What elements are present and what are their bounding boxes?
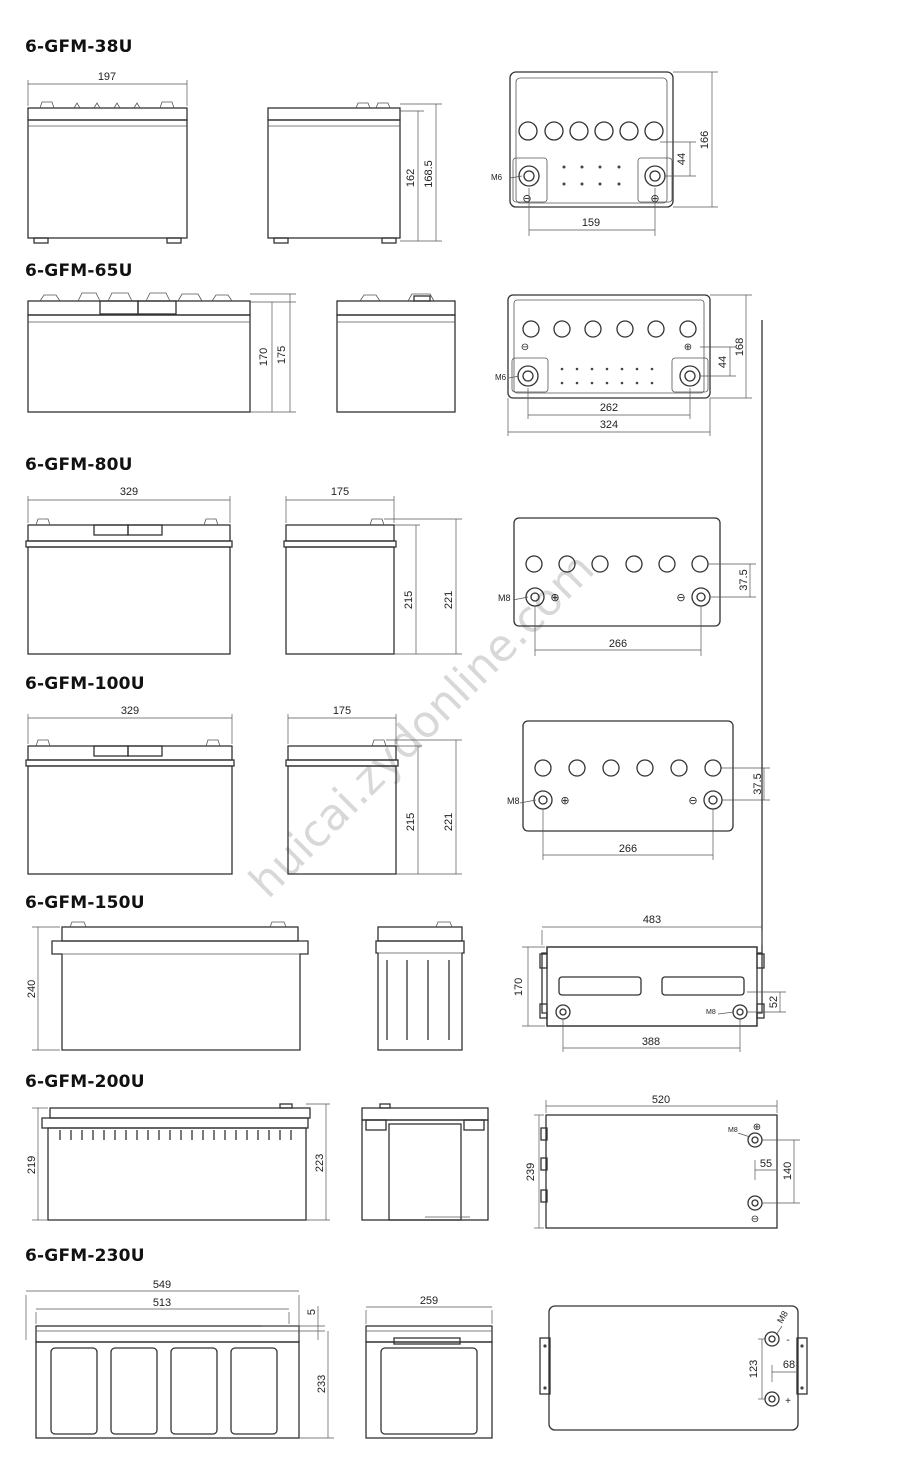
negative-terminal-symbol: ⊖ [688, 795, 697, 807]
dim-total-height: 221 [443, 813, 455, 831]
model-230u-drawings: 549 513 5 233 259 [25, 1279, 808, 1439]
model-title: 6-GFM-200U [25, 1072, 145, 1092]
top-view: - + M8 123 68 [539, 1305, 808, 1431]
dim-terminal-offset: 55 [760, 1158, 772, 1170]
model-title: 6-GFM-38U [25, 37, 133, 57]
model-title: 6-GFM-100U [25, 674, 145, 694]
dim-length: 329 [120, 486, 138, 498]
dim-width: 175 [331, 486, 349, 498]
side-view [336, 293, 456, 413]
model-title: 6-GFM-65U [25, 261, 133, 281]
dim-width: 197 [98, 71, 116, 83]
top-view: ⊕ ⊖ M8 520 239 140 55 [525, 1094, 800, 1229]
negative-terminal-symbol: - [786, 1335, 789, 1346]
side-view: 162 168.5 [267, 102, 442, 244]
dim-length: 483 [643, 914, 661, 926]
dim-terminal-spacing: 123 [748, 1360, 760, 1378]
dim-length: 513 [153, 1297, 171, 1309]
dim-case-height: 170 [258, 348, 270, 366]
positive-terminal-symbol: + [785, 1396, 791, 1407]
model-title: 6-GFM-80U [25, 455, 133, 475]
side-view [361, 1103, 489, 1221]
dim-length: 324 [600, 419, 618, 431]
model-title: 6-GFM-150U [25, 893, 145, 913]
dim-side-height: 168 [734, 338, 746, 356]
bolt-label: M8 [728, 1127, 738, 1134]
dim-case-height: 219 [26, 1156, 38, 1174]
front-view: 219 223 [26, 1103, 330, 1221]
dim-terminal-offset: 68 [783, 1359, 795, 1371]
dim-case-height: 215 [405, 813, 417, 831]
model-title: 6-GFM-230U [25, 1246, 145, 1266]
model-80u-drawings: 329 175 215 221 [25, 486, 756, 656]
model-200u-drawings: 219 223 ⊕ ⊖ M8 [26, 1094, 800, 1229]
dim-width: 259 [420, 1295, 438, 1307]
dim-terminal-offset: 37.5 [752, 773, 764, 794]
dim-terminal-spacing: 266 [609, 638, 627, 650]
positive-terminal-symbol: ⊕ [753, 1122, 761, 1133]
negative-terminal-symbol: ⊖ [676, 592, 685, 604]
positive-terminal-symbol: ⊕ [560, 795, 569, 807]
dim-total-height: 175 [276, 346, 288, 364]
bolt-label: M8 [498, 593, 511, 603]
dim-terminal-offset: 44 [676, 153, 688, 165]
dim-width: 170 [513, 978, 525, 996]
dim-case-height: 215 [403, 591, 415, 609]
front-view: 240 [26, 921, 309, 1051]
front-view: 329 [25, 486, 233, 655]
dim-length: 520 [652, 1094, 670, 1106]
dim-terminal-offset: 37.5 [738, 569, 750, 590]
negative-terminal-symbol: ⊖ [522, 193, 531, 205]
top-view: ⊖ ⊕ M6 166 44 159 [491, 71, 718, 236]
dim-width: 175 [333, 705, 351, 717]
dim-terminal-offset: 52 [768, 996, 780, 1008]
model-65u-drawings: 170 175 ⊖ ⊕ [27, 292, 752, 436]
top-view: ⊕ ⊖ M8 37.5 266 [498, 517, 756, 656]
positive-terminal-symbol: ⊕ [684, 342, 692, 353]
dim-height: 233 [316, 1375, 328, 1393]
dim-lid-step: 5 [306, 1309, 318, 1315]
dim-terminal-spacing: 388 [642, 1036, 660, 1048]
bolt-label: M6 [491, 173, 503, 182]
dim-total-height: 221 [443, 591, 455, 609]
positive-terminal-symbol: ⊕ [550, 592, 559, 604]
bolt-label: M6 [495, 373, 507, 382]
front-view: 549 513 5 233 [25, 1279, 334, 1439]
dim-length-handles: 549 [153, 1279, 171, 1291]
dim-terminal-spacing: 266 [619, 843, 637, 855]
negative-terminal-symbol: ⊖ [751, 1214, 759, 1225]
dim-terminal-spacing: 159 [582, 217, 600, 229]
dim-terminal-offset: 44 [717, 356, 729, 368]
dim-width: 239 [525, 1163, 537, 1181]
negative-terminal-symbol: ⊖ [521, 342, 529, 353]
vent-slots [59, 1130, 292, 1140]
model-38u-drawings: 197 162 168.5 [27, 71, 718, 244]
dim-side-height: 166 [699, 131, 711, 149]
bolt-label: M8 [706, 1009, 716, 1016]
bolt-label: M8 [507, 796, 520, 806]
side-view: 175 215 221 [285, 705, 462, 875]
bolt-label: M8 [775, 1309, 790, 1325]
dim-length: 329 [121, 705, 139, 717]
top-view: ⊕ ⊖ M8 37.5 266 [507, 720, 770, 860]
dim-case-height: 162 [405, 169, 417, 187]
side-view: 259 [365, 1295, 493, 1439]
model-150u-drawings: 240 M8 [26, 320, 786, 1052]
top-view: ⊖ ⊕ M6 168 44 262 [495, 294, 752, 436]
dim-total-height: 223 [314, 1154, 326, 1172]
top-view: M8 483 170 52 388 [513, 320, 786, 1052]
front-view: 197 [27, 71, 188, 244]
dim-total-height: 168.5 [423, 160, 435, 188]
model-100u-drawings: 329 175 215 221 [25, 705, 770, 875]
front-view: 170 175 [27, 292, 296, 413]
dim-total-height: 240 [26, 980, 38, 998]
side-view: 175 215 221 [283, 486, 462, 655]
dim-terminal-spacing: 262 [600, 402, 618, 414]
front-view: 329 [25, 705, 235, 875]
dim-terminal-spacing: 140 [782, 1162, 794, 1180]
side-view [375, 921, 465, 1051]
